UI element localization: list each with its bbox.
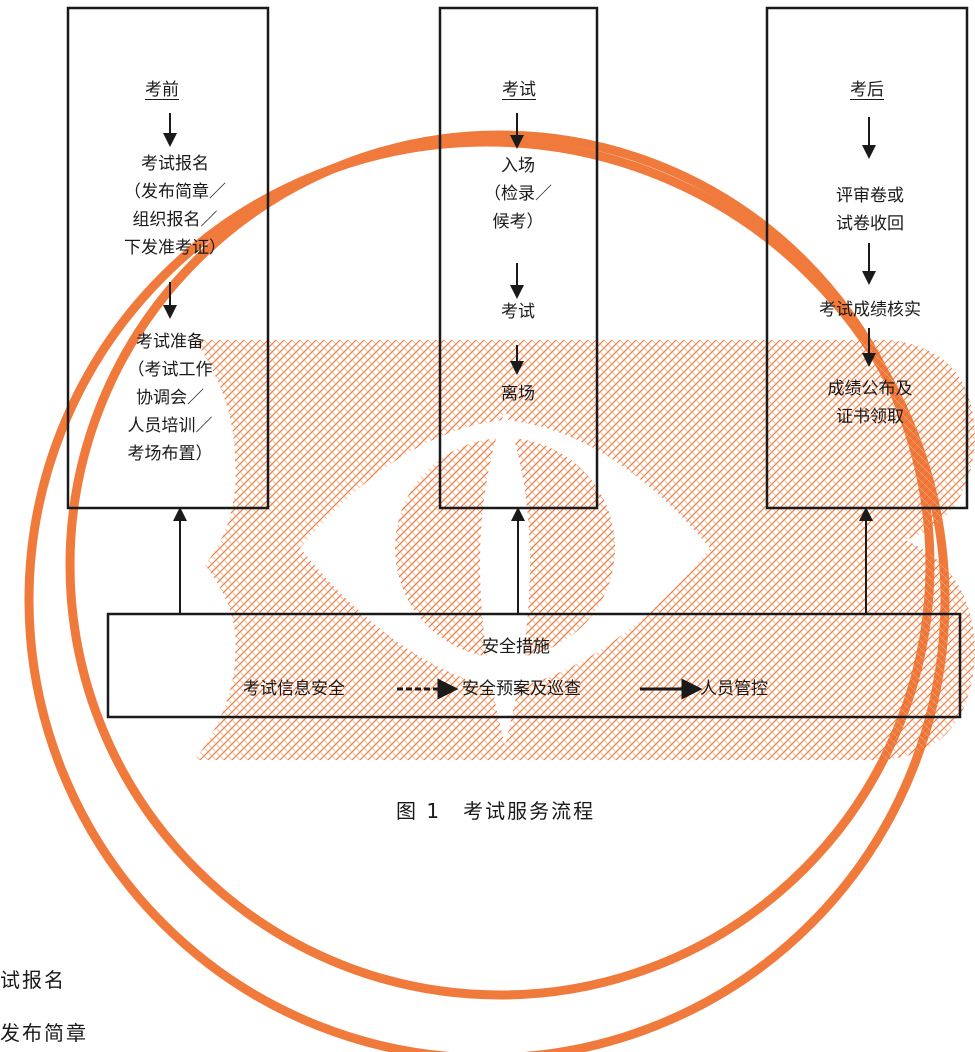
- step-line: 人员培训／: [127, 416, 213, 436]
- step-line: 考试准备: [136, 332, 204, 352]
- step-line: 入场: [501, 156, 535, 176]
- pre-exam-steps: 考试报名 （发布简章／ 组织报名／ 下发准考证）: [100, 150, 250, 262]
- exam-step-leave: 离场: [501, 384, 535, 404]
- step-line: 考试报名: [141, 154, 209, 174]
- exam-step-exam: 考试: [501, 302, 535, 322]
- pre-exam-box: [66, 6, 270, 510]
- step-line: 组织报名／: [132, 210, 218, 230]
- logo-watermark: [24, 130, 975, 1052]
- body-text-line: 发布简章: [0, 1021, 88, 1045]
- body-text-line: 试报名: [0, 968, 66, 992]
- step-line: 下发准考证）: [124, 238, 226, 258]
- exam-steps: 入场 （检录／ 候考）: [448, 152, 588, 236]
- post-exam-verify: 考试成绩核实: [819, 300, 921, 320]
- step-line: 成绩公布及: [827, 379, 913, 399]
- safety-item-contingency: 安全预案及巡查: [462, 679, 581, 699]
- step-line: 评审卷或: [836, 186, 904, 206]
- step-line: 候考）: [492, 212, 544, 232]
- safety-item-info-security: 考试信息安全: [243, 679, 345, 699]
- step-line: （考试工作: [127, 360, 213, 380]
- post-exam-heading: 考后: [850, 80, 884, 100]
- safety-measures-box: [106, 612, 962, 719]
- step-line: 试卷收回: [836, 214, 904, 234]
- exam-heading: 考试: [502, 80, 536, 100]
- safety-title: 安全措施: [482, 637, 550, 657]
- pre-exam-heading: 考前: [145, 80, 179, 100]
- step-line: 考场布置）: [127, 444, 213, 464]
- up-arrow-icon: [173, 507, 873, 614]
- down-arrow-icon: [163, 113, 876, 375]
- post-exam-steps: 评审卷或 试卷收回: [790, 182, 950, 238]
- pre-exam-steps-2: 考试准备 （考试工作 协调会／ 人员培训／ 考场布置）: [95, 328, 245, 468]
- step-line: （检录／: [484, 184, 552, 204]
- step-line: 证书领取: [836, 407, 904, 427]
- step-line: （发布简章／: [124, 182, 226, 202]
- step-line: 协调会／: [136, 388, 204, 408]
- post-exam-steps-3: 成绩公布及 证书领取: [790, 375, 950, 431]
- safety-item-personnel: 人员管控: [700, 679, 768, 699]
- figure-caption: 图 1 考试服务流程: [396, 799, 596, 823]
